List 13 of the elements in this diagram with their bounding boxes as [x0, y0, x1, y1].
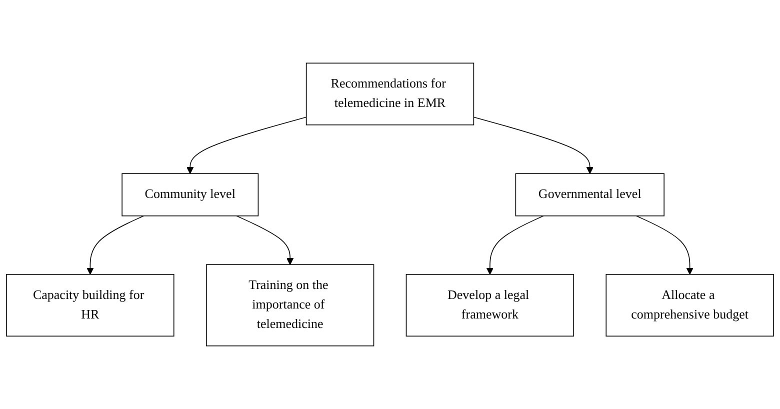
arrow: [473, 116, 594, 174]
node-box: Community level: [122, 173, 259, 216]
node-box: Recommendations for telemedicine in EMR: [306, 62, 474, 126]
node-box: Training on the importance of telemedicine: [206, 264, 374, 346]
arrow: [236, 215, 294, 265]
node-box: Capacity building for HR: [6, 274, 174, 337]
arrow: [636, 215, 694, 275]
arrow: [186, 116, 307, 174]
arrow: [86, 215, 144, 275]
node-box: Governmental level: [515, 173, 664, 216]
node-box: Allocate a comprehensive budget: [606, 274, 774, 337]
arrow: [486, 215, 544, 275]
node-box: Develop a legal framework: [406, 274, 574, 337]
